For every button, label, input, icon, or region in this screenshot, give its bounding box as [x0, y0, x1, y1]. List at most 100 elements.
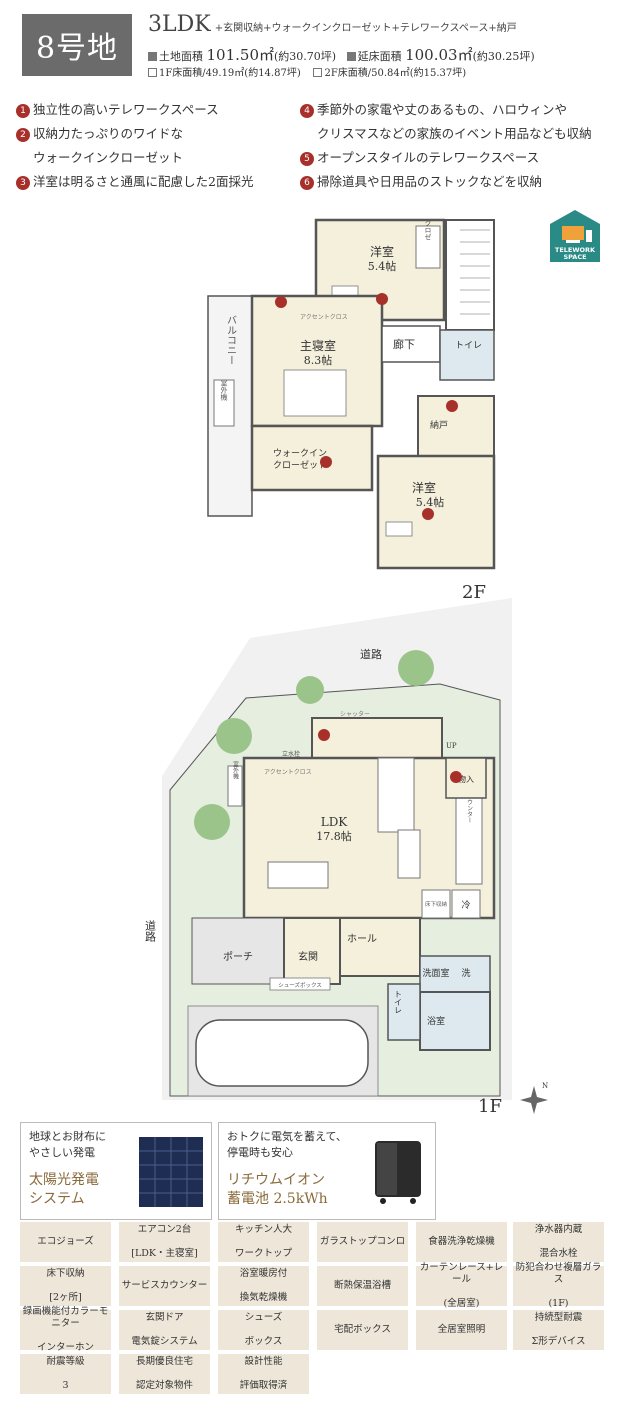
bathroom [419, 991, 491, 1051]
closet-a-label: クロゼ [424, 220, 432, 241]
area-row: 土地面積 101.50㎡(約30.70坪) 延床面積 100.03㎡(約30.2… [148, 44, 535, 65]
equipment-section: 地球とお財布にやさしい発電 太陽光発電システム おトクに電気を蓄えて、停電時も安… [20, 1122, 604, 1220]
equipment-item: キッチン人大ワークトップ [218, 1222, 309, 1262]
feature-text: 洋室は明るさと通風に配慮した2面採光 [33, 174, 254, 189]
stairs-2f [445, 219, 495, 331]
floor-1-plan: 道路 道路 シャッター LDK 17.8帖 アクセントクロス 立水栓 室外機 サ… [144, 598, 512, 1100]
bed [283, 369, 347, 417]
road-top-label: 道路 [360, 647, 382, 661]
equipment-item-label: 設計性能 [244, 1356, 283, 1367]
kitchen-counter [397, 829, 421, 879]
wash-label: 洗 [461, 967, 470, 979]
battery-tagline-2: 停電時も安心 [227, 1146, 293, 1159]
marker-6 [450, 771, 462, 783]
entrance [283, 917, 341, 985]
equipment-item-label: 全居室照明 [437, 1324, 486, 1335]
land-area-value: 101.50㎡ [206, 46, 275, 64]
equipment-item-label: 浴室暖房付 [239, 1268, 288, 1279]
equipment-item-sub: 評価取得済 [239, 1380, 288, 1391]
desk-b [385, 521, 413, 537]
tree [194, 804, 230, 840]
floor-1-label: 1F [478, 1096, 502, 1117]
accent-cross-label-1f: アクセントクロス [264, 769, 312, 776]
floor-plans: バルコニー 室外機 クロゼ 洋室 5.4帖 DN 主寝室 8.3帖 アクセントク… [144, 218, 548, 1117]
bath-label: 浴室 [427, 1015, 445, 1027]
second-floor-area: 2F床面積/50.84㎡(約15.37坪) [324, 68, 467, 79]
equipment-item: 防犯合わせ複層ガラス(1F) [513, 1262, 604, 1309]
feature-text: クリスマスなどの家族のイベント用品なども収納 [317, 126, 592, 141]
solar-tagline-1: 地球とお財布に [29, 1130, 106, 1143]
toilet-1f [387, 983, 421, 1041]
master-bedroom-size: 8.3帖 [304, 354, 333, 367]
equipment-item: サービスカウンター [119, 1266, 210, 1306]
equipment-item: 設計性能評価取得済 [218, 1354, 309, 1394]
equipment-item-sub: Σ形デバイス [531, 1336, 586, 1347]
equipment-item-label: 持続型耐震 [534, 1312, 583, 1323]
equipment-item: 浄水器内蔵混合水栓 [513, 1222, 604, 1262]
equipment-item: 全居室照明 [416, 1310, 507, 1350]
svg-text:N: N [542, 1082, 548, 1090]
equipment-item-sub: ワークトップ [234, 1248, 292, 1259]
car [195, 1019, 369, 1087]
equipment-item-label: 床下収納 [46, 1268, 85, 1279]
equipment-item: 玄関ドア電気錠システム [119, 1310, 210, 1350]
layout-name: 3LDK [148, 12, 211, 37]
outdoor-unit-1f [227, 765, 243, 807]
battery-icon [375, 1141, 421, 1204]
hollow-square-icon [148, 68, 157, 77]
toilet-2f [439, 329, 495, 381]
marker-3b [422, 508, 434, 520]
filled-square-icon [346, 52, 356, 61]
hallway-2f [381, 325, 441, 363]
first-floor-area: 1F床面積/49.19㎡(約14.87坪) [159, 68, 301, 79]
equipment-item-label: エアコン2台 [137, 1224, 192, 1235]
solar-name: 太陽光発電システム [29, 1171, 99, 1209]
floor-area-label: 延床面積 [357, 50, 402, 63]
feature-text: オープンスタイルのテレワークスペース [317, 150, 540, 165]
equipment-item-label: 断熱保温浴槽 [333, 1280, 391, 1291]
walk-in-closet [250, 424, 374, 492]
marker-3a [376, 293, 388, 305]
equipment-item-label: エコジョーズ [37, 1236, 94, 1247]
feature-number: 2 [16, 128, 30, 142]
equipment-item: 長期優良住宅認定対象物件 [119, 1354, 210, 1394]
work-nook-1f [311, 717, 443, 759]
equipment-item-label: 食器洗浄乾燥機 [428, 1236, 495, 1247]
underfloor-storage [421, 889, 451, 919]
lot-number-badge: 8号地 [22, 14, 132, 76]
equipment-item-sub: (全居室) [443, 1298, 480, 1309]
underfloor-label: 床下収納 [425, 900, 448, 908]
tree [216, 718, 252, 754]
accent-cross-label-2f: アクセントクロス [300, 314, 348, 321]
porch-label: ポーチ [223, 951, 253, 963]
toilet-label-1f: トイレ [394, 990, 403, 1014]
equipment-item-label: 録画機能付カラーモニター [22, 1306, 109, 1329]
battery-tagline-1: おトクに電気を蓄えて、 [227, 1130, 347, 1143]
outdoor-unit-label-2f: 室外機 [220, 379, 228, 402]
equipment-item-label: 長期優良住宅 [135, 1356, 193, 1367]
equipment-item-label: 宅配ボックス [334, 1324, 391, 1335]
equipment-item-sub: ボックス [244, 1336, 283, 1347]
marker-4 [446, 400, 458, 412]
road-left-label: 道路 [144, 919, 157, 943]
battery-name: リチウムイオン蓄電池 2.5kWh [227, 1171, 328, 1209]
equipment-item-label: シューズ [244, 1312, 283, 1323]
equipment-item: ガラストップコンロ [317, 1222, 408, 1262]
floor-area-value: 100.03㎡ [405, 46, 473, 64]
equipment-item: 床下収納[2ヶ所] [20, 1266, 111, 1306]
feature-item: クリスマスなどの家族のイベント用品なども収納 [300, 122, 592, 146]
equipment-item-sub: 混合水栓 [539, 1248, 578, 1259]
equipment-item-label: ガラストップコンロ [319, 1236, 406, 1247]
master-bedroom-label: 主寝室 [300, 338, 336, 353]
shutter-label: シャッター [340, 710, 370, 718]
hallway-label: 廊下 [393, 337, 415, 351]
shoe-box [269, 977, 331, 991]
equipment-item-label: カーテンレース+レール [419, 1262, 504, 1285]
hall-1f [339, 917, 421, 977]
feature-number: 6 [300, 176, 314, 190]
feature-text: ウォークインクローゼット [33, 150, 184, 165]
telework-space-icon: TELEWORK SPACE [550, 210, 600, 262]
